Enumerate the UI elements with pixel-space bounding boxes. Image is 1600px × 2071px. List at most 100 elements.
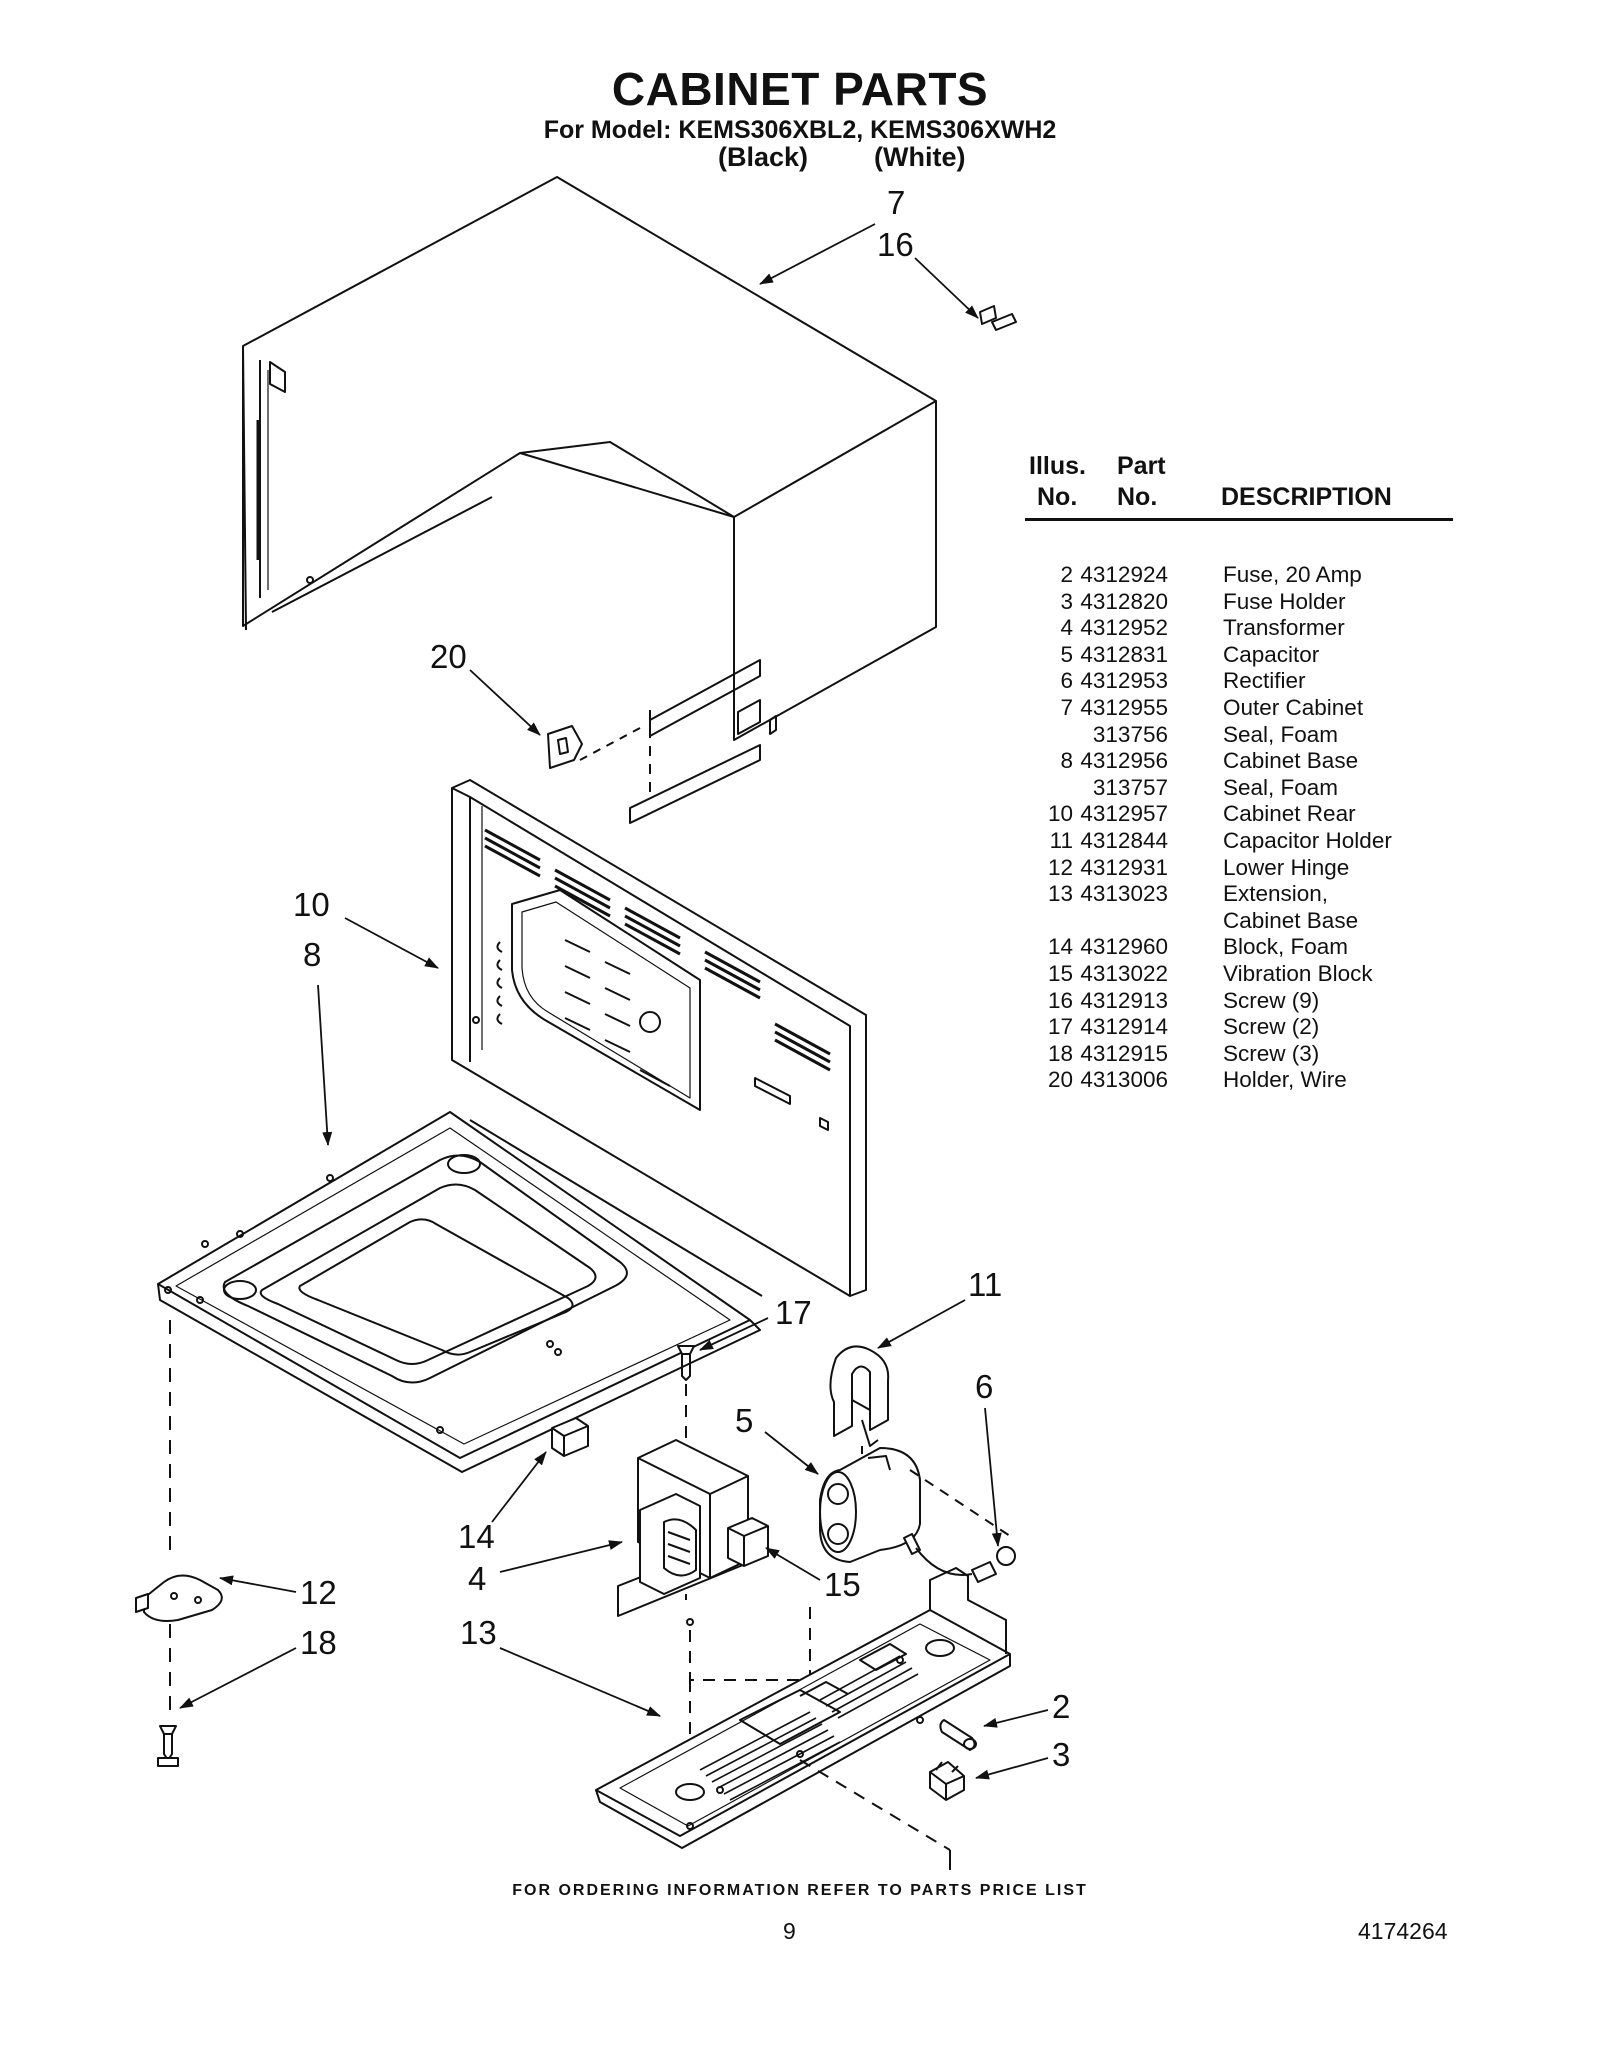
description-cell: Screw (2) — [1223, 1014, 1320, 1040]
part-no-cell: 4312953 — [1080, 668, 1168, 694]
illus-no-cell: 14 — [1047, 934, 1073, 960]
part-no-cell: 4312913 — [1080, 987, 1168, 1013]
illus-no-cell: 10 — [1047, 801, 1073, 827]
document-number: 4174264 — [1358, 1918, 1448, 1944]
table-row: 5 4312831 Capacitor — [1025, 642, 1453, 668]
part-no-cell: 4312915 — [1080, 1040, 1168, 1066]
part-no-cell: 4313006 — [1080, 1067, 1168, 1093]
table-row: 12 4312931 Lower Hinge — [1025, 855, 1453, 881]
header-rule — [1025, 518, 1453, 521]
page-number: 9 — [783, 1918, 796, 1944]
header-description: DESCRIPTION — [1221, 483, 1392, 511]
cabinet-rear — [451, 779, 867, 1297]
rectifier — [903, 1533, 1016, 1583]
callout-20: 20 — [430, 638, 467, 675]
fuse — [939, 1719, 977, 1751]
description-cell: Capacitor Holder — [1223, 828, 1392, 853]
description-cell: Outer Cabinet — [1223, 695, 1364, 720]
part-no-cell: 4312820 — [1080, 588, 1168, 614]
part-no-cell: 4312960 — [1080, 934, 1168, 960]
table-row: 17 4312914 Screw (2) — [1025, 1014, 1453, 1040]
callout-18: 18 — [300, 1624, 337, 1661]
illus-no-cell: 4 — [1060, 615, 1073, 641]
part-no-cell: 313757 — [1092, 774, 1168, 800]
description-cell: Cabinet Base — [1223, 748, 1359, 774]
callout-4: 4 — [468, 1560, 486, 1597]
capacitor-holder — [829, 1345, 890, 1447]
screw-18 — [157, 1725, 179, 1767]
description-cell: Screw (9) — [1223, 987, 1320, 1013]
header-illus-bottom: No. — [1037, 483, 1078, 511]
illus-no-cell: 3 — [1060, 588, 1073, 614]
description-cell: Block, Foam — [1223, 934, 1349, 960]
callout-6: 6 — [975, 1368, 993, 1405]
part-no-cell: 4312914 — [1080, 1014, 1168, 1040]
illus-no-cell: 16 — [1047, 987, 1073, 1013]
description-cell: Lower Hinge — [1223, 854, 1350, 880]
table-row: 16 4312913 Screw (9) — [1025, 988, 1453, 1014]
part-no-cell: 4312952 — [1080, 615, 1168, 641]
illus-no-cell: 15 — [1047, 961, 1073, 986]
part-no-cell: 4313022 — [1080, 961, 1168, 986]
table-row: 4 4312952 Transformer — [1025, 615, 1453, 641]
table-row: 313757 Seal, Foam — [1025, 775, 1453, 801]
illus-no-cell: 7 — [1060, 695, 1073, 720]
screw-17 — [677, 1345, 695, 1381]
callout-17: 17 — [775, 1294, 812, 1331]
description-cell: Capacitor — [1223, 641, 1320, 667]
illus-no-cell: 17 — [1047, 1014, 1073, 1040]
illus-no-cell: 11 — [1049, 828, 1073, 853]
lower-hinge — [135, 1574, 223, 1622]
outer-cabinet — [242, 176, 937, 741]
description-cell: Cabinet Base — [1223, 907, 1359, 933]
illus-no-cell: 20 — [1047, 1067, 1073, 1093]
callout-3: 3 — [1052, 1736, 1070, 1773]
illus-no-cell: 5 — [1060, 641, 1073, 667]
color-white-label: (White) — [874, 142, 966, 172]
description-cell: Rectifier — [1223, 668, 1306, 694]
table-row: 7 4312955 Outer Cabinet — [1025, 695, 1453, 721]
fuse-holder — [929, 1761, 965, 1801]
description-cell: Transformer — [1223, 615, 1345, 641]
wire-holder — [547, 725, 641, 769]
part-no-cell: 4312955 — [1080, 695, 1168, 720]
screw-16 — [979, 305, 1017, 331]
color-black-label: (Black) — [718, 142, 809, 172]
callout-5: 5 — [735, 1402, 753, 1439]
description-cell: Fuse, 20 Amp — [1223, 562, 1362, 587]
leader-lines — [179, 223, 1049, 1780]
callout-7: 7 — [887, 184, 905, 221]
part-no-cell: 4312957 — [1080, 801, 1168, 827]
description-cell: Screw (3) — [1223, 1040, 1320, 1066]
part-no-cell: 4312924 — [1080, 562, 1168, 587]
description-cell: Seal, Foam — [1223, 774, 1339, 800]
table-row: 3 4312820 Fuse Holder — [1025, 589, 1453, 615]
capacitor — [819, 1447, 921, 1563]
page-title: CABINET PARTS — [611, 63, 989, 115]
part-no-cell: 4312844 — [1080, 828, 1168, 853]
callout-14: 14 — [458, 1518, 495, 1555]
transformer — [617, 1439, 769, 1626]
illus-no-cell: 12 — [1047, 854, 1073, 880]
illus-no-cell: 6 — [1060, 668, 1073, 694]
part-no-cell: 4312831 — [1080, 641, 1168, 667]
header-part-bottom: No. — [1117, 483, 1158, 511]
table-row: 14 4312960 Block, Foam — [1025, 934, 1453, 960]
description-cell: Extension, — [1223, 881, 1329, 907]
callout-2: 2 — [1052, 1688, 1070, 1725]
callout-16: 16 — [877, 226, 914, 263]
foam-block — [551, 1417, 589, 1457]
callout-10: 10 — [293, 886, 330, 923]
description-cell: Fuse Holder — [1223, 588, 1346, 614]
callout-8: 8 — [303, 936, 321, 973]
table-row: 11 4312844 Capacitor Holder — [1025, 828, 1453, 854]
part-no-cell: 4312931 — [1080, 854, 1168, 880]
